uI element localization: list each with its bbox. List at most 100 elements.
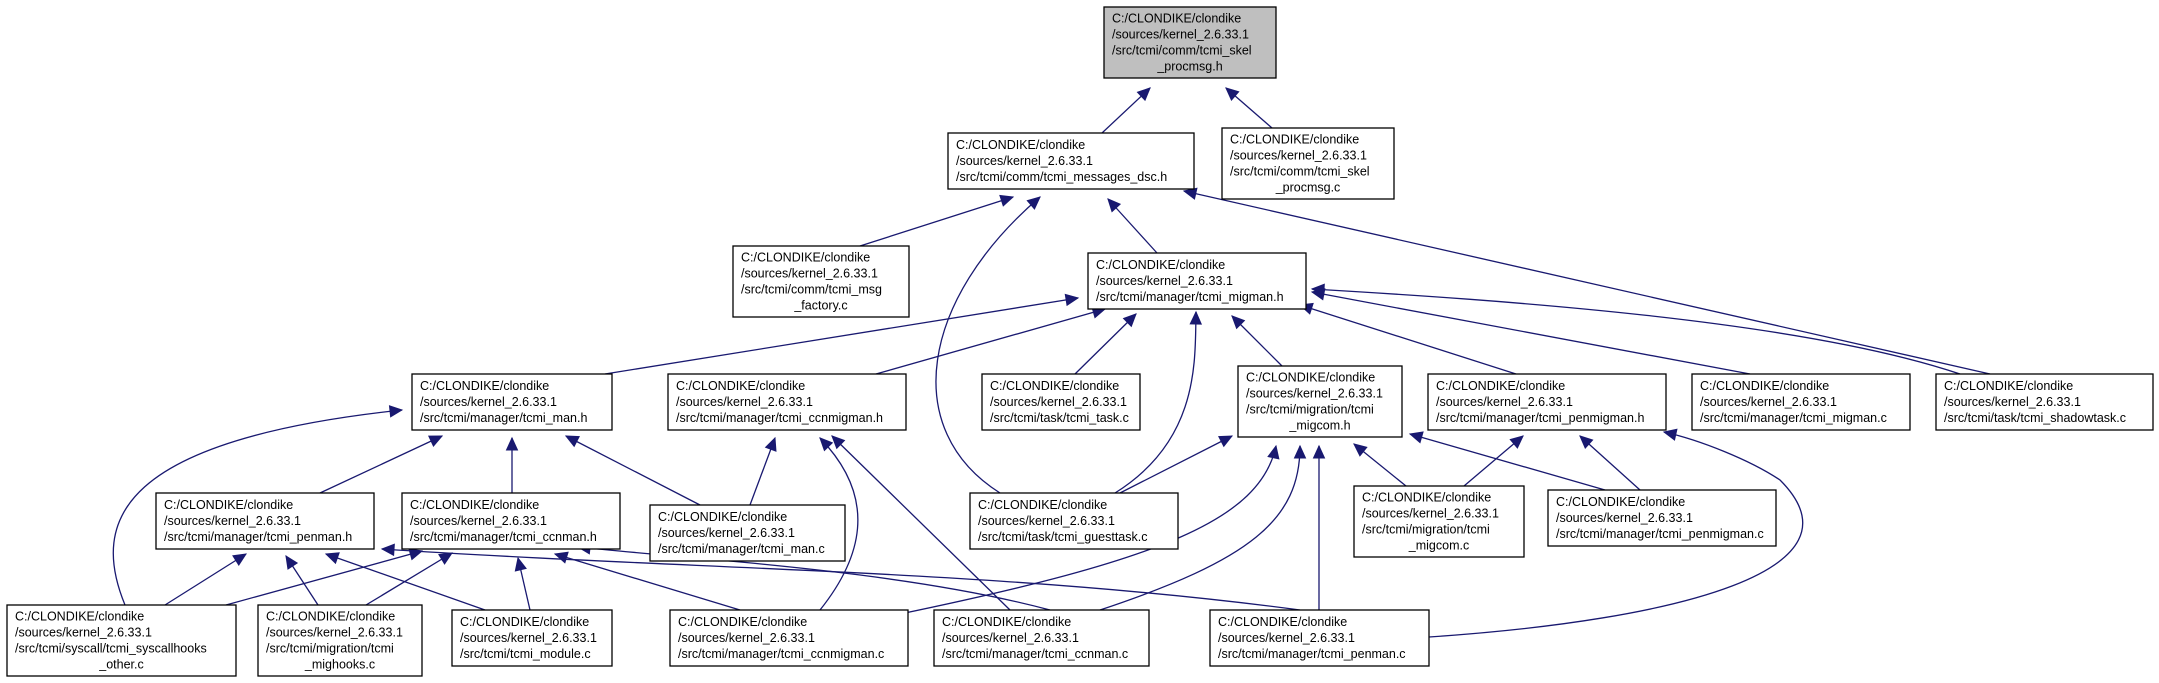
node-label-line: /src/tcmi/manager/tcmi_penmigman.c <box>1556 527 1764 541</box>
node-box <box>981 373 1141 431</box>
node-skel-procmsg-h: C:/CLONDIKE/clondike/sources/kernel_2.6.… <box>1103 6 1277 79</box>
edge-line <box>604 297 1079 375</box>
arrowhead-icon <box>428 435 444 447</box>
node-label-line: /sources/kernel_2.6.33.1 <box>678 631 815 645</box>
edge-task_c-to-migman_h <box>1074 313 1137 375</box>
edge-line <box>819 437 859 611</box>
edge-migman_c-to-migman_h <box>1310 288 1751 375</box>
arrowhead-icon <box>1293 444 1307 459</box>
arrowhead-icon <box>1353 443 1368 457</box>
node-label-line: /sources/kernel_2.6.33.1 <box>1246 387 1383 401</box>
edge-line <box>1428 431 1804 638</box>
node-box <box>649 504 846 562</box>
node-skel-procmsg-c[interactable]: C:/CLONDIKE/clondike/sources/kernel_2.6.… <box>1221 127 1395 200</box>
node-label-line: C:/CLONDIKE/clondike <box>1556 495 1685 509</box>
node-task-c[interactable]: C:/CLONDIKE/clondike/sources/kernel_2.6.… <box>981 373 1141 431</box>
node-guesttask-c[interactable]: C:/CLONDIKE/clondike/sources/kernel_2.6.… <box>969 492 1179 550</box>
node-label-line: /sources/kernel_2.6.33.1 <box>1944 395 2081 409</box>
node-man-h[interactable]: C:/CLONDIKE/clondike/sources/kernel_2.6.… <box>411 373 613 431</box>
node-migman-h[interactable]: C:/CLONDIKE/clondike/sources/kernel_2.6.… <box>1087 252 1307 310</box>
arrowhead-icon <box>1218 435 1234 448</box>
node-penmigman-c[interactable]: C:/CLONDIKE/clondike/sources/kernel_2.6.… <box>1547 489 1777 547</box>
edge-syscallhooks_other_c-to-penman_h <box>164 553 248 606</box>
arrowhead-icon <box>1231 315 1246 330</box>
node-label-line: /sources/kernel_2.6.33.1 <box>1112 28 1249 42</box>
node-ccnman-h[interactable]: C:/CLONDIKE/clondike/sources/kernel_2.6.… <box>401 492 621 550</box>
edge-line <box>319 435 443 494</box>
arrowhead-icon <box>408 548 424 561</box>
node-penmigman-h[interactable]: C:/CLONDIKE/clondike/sources/kernel_2.6.… <box>1427 373 1667 431</box>
node-label-line: C:/CLONDIKE/clondike <box>410 498 539 512</box>
node-shadowtask-c[interactable]: C:/CLONDIKE/clondike/sources/kernel_2.6.… <box>1935 373 2154 431</box>
node-label-line: _procmsg.c <box>1275 181 1341 195</box>
edge-guesttask_c-to-migman_h <box>1114 310 1203 494</box>
node-syscallhooks-other-c[interactable]: C:/CLONDIKE/clondike/sources/kernel_2.6.… <box>6 604 237 677</box>
node-ccnmigman-h[interactable]: C:/CLONDIKE/clondike/sources/kernel_2.6.… <box>667 373 907 431</box>
node-label-line: /src/tcmi/manager/tcmi_ccnman.h <box>410 530 597 544</box>
arrowhead-icon <box>1408 431 1424 444</box>
node-msg-factory-c[interactable]: C:/CLONDIKE/clondike/sources/kernel_2.6.… <box>732 245 910 318</box>
arrowhead-icon <box>324 552 340 565</box>
node-label-line: C:/CLONDIKE/clondike <box>978 498 1107 512</box>
edge-line <box>325 553 486 611</box>
edge-line <box>1074 313 1137 375</box>
node-label-line: /src/tcmi/manager/tcmi_ccnmigman.c <box>678 647 884 661</box>
node-label-line: C:/CLONDIKE/clondike <box>741 251 870 265</box>
node-label-line: /src/tcmi/migration/tcmi <box>1362 523 1490 537</box>
edge-line <box>899 445 1277 615</box>
node-box <box>6 604 237 677</box>
arrowhead-icon <box>1026 196 1041 210</box>
node-penman-h[interactable]: C:/CLONDIKE/clondike/sources/kernel_2.6.… <box>155 492 375 550</box>
edge-man_h-to-migman_h <box>604 293 1080 375</box>
node-mighooks-c[interactable]: C:/CLONDIKE/clondike/sources/kernel_2.6.… <box>257 604 423 677</box>
node-label-line: C:/CLONDIKE/clondike <box>164 498 293 512</box>
node-man-c[interactable]: C:/CLONDIKE/clondike/sources/kernel_2.6.… <box>649 504 846 562</box>
node-label-line: C:/CLONDIKE/clondike <box>1944 379 2073 393</box>
edge-line <box>381 548 1301 611</box>
edge-ccnmigman_c-to-ccnmigman_h <box>819 437 859 611</box>
node-label-line: /src/tcmi/manager/tcmi_man.h <box>420 411 587 425</box>
node-penman-c[interactable]: C:/CLONDIKE/clondike/sources/kernel_2.6.… <box>1209 609 1430 667</box>
arrowhead-icon <box>999 194 1015 207</box>
arrowhead-icon <box>438 552 454 565</box>
arrowhead-icon <box>564 435 580 448</box>
edge-msg_factory_c-to-messages_dsc_h <box>859 194 1015 247</box>
node-box <box>667 373 907 431</box>
edge-penmigman_c-to-penmigman_h <box>1579 435 1641 491</box>
node-label-line: _other.c <box>98 658 143 672</box>
edge-ccnmigman_h-to-migman_h <box>875 306 1107 375</box>
node-label-line: C:/CLONDIKE/clondike <box>678 615 807 629</box>
node-label-line: /sources/kernel_2.6.33.1 <box>1096 274 1233 288</box>
node-label-line: /sources/kernel_2.6.33.1 <box>15 626 152 640</box>
node-label-line: /src/tcmi/task/tcmi_shadowtask.c <box>1944 411 2126 425</box>
arrowhead-icon <box>380 543 395 557</box>
node-ccnman-c[interactable]: C:/CLONDIKE/clondike/sources/kernel_2.6.… <box>933 609 1150 667</box>
edge-man_c-to-ccnmigman_h <box>749 436 777 506</box>
node-migman-c[interactable]: C:/CLONDIKE/clondike/sources/kernel_2.6.… <box>1691 373 1911 431</box>
edge-ccnmigman_c-to-ccnman_h <box>553 551 741 611</box>
arrowhead-icon <box>285 554 299 570</box>
node-box <box>1935 373 2154 431</box>
edge-migcom_c-to-migcom_h <box>1353 443 1407 487</box>
node-ccnmigman-c[interactable]: C:/CLONDIKE/clondike/sources/kernel_2.6.… <box>669 609 909 667</box>
arrowhead-icon <box>1225 87 1240 101</box>
node-migcom-c[interactable]: C:/CLONDIKE/clondike/sources/kernel_2.6.… <box>1353 485 1525 558</box>
edge-line <box>875 308 1106 375</box>
node-label-line: /sources/kernel_2.6.33.1 <box>420 395 557 409</box>
arrowhead-icon <box>831 435 846 450</box>
node-label-line: /sources/kernel_2.6.33.1 <box>658 526 795 540</box>
node-label-line: /src/tcmi/migration/tcmi <box>266 642 394 656</box>
node-migcom-h[interactable]: C:/CLONDIKE/clondike/sources/kernel_2.6.… <box>1237 365 1403 438</box>
node-label-line: /sources/kernel_2.6.33.1 <box>164 514 301 528</box>
node-label-line: C:/CLONDIKE/clondike <box>1436 379 1565 393</box>
node-messages-dsc-h[interactable]: C:/CLONDIKE/clondike/sources/kernel_2.6.… <box>947 132 1195 190</box>
edge-penmigman_h-to-migman_h <box>1298 302 1517 375</box>
node-module-c[interactable]: C:/CLONDIKE/clondike/sources/kernel_2.6.… <box>451 609 613 667</box>
node-label-line: /sources/kernel_2.6.33.1 <box>266 626 403 640</box>
node-label-line: /sources/kernel_2.6.33.1 <box>956 154 1093 168</box>
node-label-line: /src/tcmi/manager/tcmi_penmigman.h <box>1436 411 1644 425</box>
edge-line <box>1311 288 1961 375</box>
edge-penmigman_c-to-migcom_h <box>1408 431 1606 491</box>
node-box <box>1237 365 1403 438</box>
